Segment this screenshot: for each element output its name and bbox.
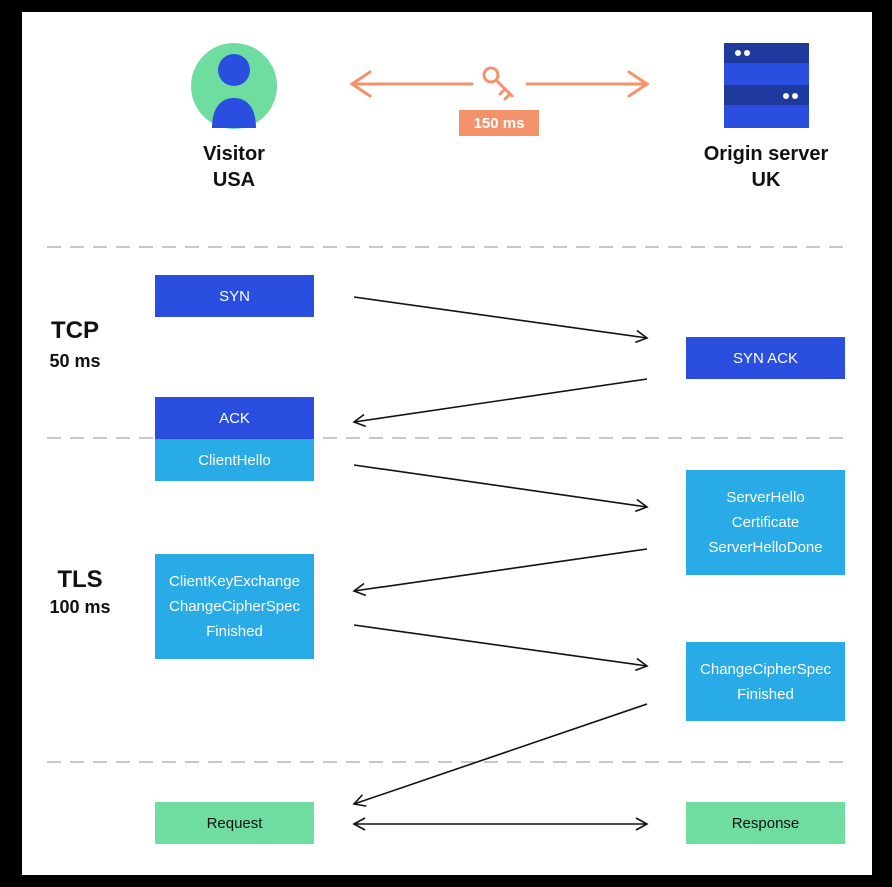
visitor-avatar-icon [191,43,277,129]
server-icon [724,43,809,128]
latency-arrow [349,70,650,98]
server-name: Origin server [703,143,829,165]
phase-tls-name: TLS [57,566,103,593]
message-server-change-cipher-line-2: Finished [737,685,794,703]
visitor-label: Visitor USA [154,141,314,193]
arrow-server-hello [352,548,648,597]
phase-tls-duration: 100 ms [49,597,111,617]
visitor-name: Visitor [203,143,265,165]
message-syn-label: SYN [219,287,250,305]
phase-tcp-name: TCP [51,317,99,344]
key-icon [482,66,514,101]
message-server-hello-line-3: ServerHelloDone [708,539,823,556]
message-response: Response [686,802,845,844]
message-request: Request [155,802,314,844]
message-response-label: Response [731,814,800,832]
server-location: UK [751,169,781,191]
message-ack-label: ACK [219,409,250,427]
visitor-location: USA [212,169,256,191]
message-server-hello-line-2: Certificate [731,514,800,531]
phase-tcp-duration: 50 ms [49,351,101,371]
diagram-canvas: Visitor USA Origin server UK 150 ms TCP … [22,12,872,875]
connection-lines [47,43,847,831]
message-ack: ACK [155,397,314,439]
arrow-syn [353,296,649,344]
server-label: Origin server UK [676,141,856,193]
message-server-hello-line-1: ServerHello [726,489,805,506]
message-request-label: Request [206,814,263,832]
message-client-hello: ClientHello [155,439,314,481]
arrow-syn-ack [352,378,648,428]
latency-badge: 150 ms [459,110,539,136]
arrow-client-key-exchange [353,624,649,672]
message-client-key-exchange: ClientKeyExchange ChangeCipherSpec Finis… [155,554,314,659]
arrow-server-change-cipher [352,703,648,807]
message-server-change-cipher-line-1: ChangeCipherSpec [700,660,831,678]
message-server-hello: ServerHello Certificate ServerHelloDone [686,470,845,575]
message-client-key-exchange-line-1: ClientKeyExchange [169,573,300,590]
message-server-change-cipher: ChangeCipherSpec Finished [686,642,845,721]
message-client-key-exchange-line-3: Finished [206,623,263,640]
message-syn: SYN [155,275,314,317]
arrow-client-hello [353,464,649,513]
message-syn-ack: SYN ACK [686,337,845,379]
message-client-key-exchange-line-2: ChangeCipherSpec [169,598,300,615]
message-client-hello-label: ClientHello [198,451,271,469]
message-syn-ack-label: SYN ACK [732,349,799,367]
